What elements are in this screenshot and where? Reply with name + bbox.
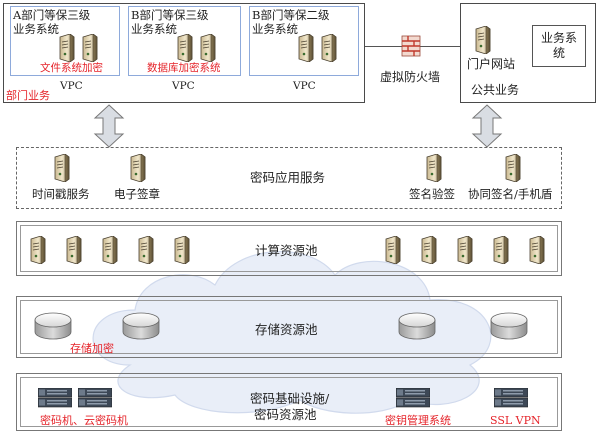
- portal-website-label: 门户网站: [467, 57, 516, 71]
- vpc-b1-box: [128, 6, 241, 76]
- vpc-b1-title-line1: B部门等保三级: [131, 8, 209, 22]
- ssl-vpn-label: SSL VPN: [490, 414, 541, 427]
- database-encryption-label: 数据库加密系统: [147, 62, 221, 74]
- server-icon: [298, 34, 314, 62]
- file-system-encryption-label: 文件系统加密: [40, 62, 103, 74]
- key-management-rack-icon: [396, 388, 430, 408]
- server-icon: [174, 236, 190, 264]
- crypto-machine-rack-icon: [38, 388, 72, 408]
- background-cloud: [92, 251, 492, 414]
- server-icon: [200, 34, 216, 62]
- vpc-b2-title-line2: 业务系统: [252, 22, 298, 36]
- vpc-b1-title-line2: 业务系统: [131, 22, 177, 36]
- vpc-a-title-line1: A部门等保三级: [13, 8, 91, 22]
- firewall-icon: [401, 35, 421, 57]
- storage-encryption-label: 存储加密: [70, 342, 114, 355]
- storage-resource-pool-title: 存储资源池: [255, 322, 318, 337]
- storage-disk-icon: [122, 312, 160, 340]
- public-business-label: 公共业务: [471, 83, 520, 97]
- crypto-infrastructure-title-line2: 密码资源池: [254, 407, 317, 422]
- key-management-system-label: 密钥管理系统: [385, 414, 451, 427]
- server-icon: [138, 236, 154, 264]
- vpc-a-label: VPC: [60, 80, 83, 92]
- server-icon: [426, 154, 442, 182]
- crypto-infrastructure-title-line1: 密码基础设施/: [250, 391, 330, 406]
- business-system-label: 业务系统: [540, 31, 577, 60]
- server-icon: [66, 236, 82, 264]
- server-icon: [59, 34, 75, 62]
- vpc-b1-label: VPC: [172, 80, 195, 92]
- right-double-arrow-icon: [471, 104, 503, 148]
- server-icon: [321, 34, 337, 62]
- server-icon: [177, 34, 193, 62]
- vpc-a-title-line2: 业务系统: [13, 22, 59, 36]
- server-icon: [130, 154, 146, 182]
- signature-verification-label: 签名验签: [409, 187, 455, 201]
- storage-disk-icon: [490, 312, 528, 340]
- crypto-application-services-frame: [16, 147, 562, 209]
- business-system-box: [532, 25, 586, 67]
- crypto-application-services-title: 密码应用服务: [250, 170, 326, 185]
- vpc-b2-box: [249, 6, 359, 76]
- left-double-arrow-icon: [93, 104, 125, 148]
- vpc-a-box: [10, 6, 120, 76]
- storage-disk-icon: [34, 312, 72, 340]
- vpc-b2-label: VPC: [293, 80, 316, 92]
- server-icon: [82, 34, 98, 62]
- server-icon: [529, 236, 545, 264]
- storage-disk-icon: [398, 312, 436, 340]
- timestamp-service-label: 时间戳服务: [32, 187, 90, 201]
- compute-resource-pool-frame: [16, 221, 562, 276]
- server-icon: [102, 236, 118, 264]
- server-icon: [493, 236, 509, 264]
- server-icon: [457, 236, 473, 264]
- server-icon: [421, 236, 437, 264]
- public-business-frame: [460, 3, 596, 103]
- compute-resource-pool-title: 计算资源池: [255, 243, 318, 258]
- department-business-frame: [3, 3, 365, 103]
- virtual-firewall-label: 虚拟防火墙: [380, 70, 441, 84]
- crypto-infrastructure-frame: [16, 373, 562, 431]
- server-icon: [505, 154, 521, 182]
- vpc-b2-title-line1: B部门等保二级: [252, 8, 330, 22]
- server-icon: [30, 236, 46, 264]
- server-icon: [54, 154, 70, 182]
- collaborative-signature-label: 协同签名/手机盾: [468, 187, 553, 201]
- electronic-seal-label: 电子签章: [114, 187, 160, 201]
- server-icon: [475, 26, 491, 54]
- department-business-label: 部门业务: [6, 89, 50, 102]
- crypto-machine-label: 密码机、云密码机: [40, 414, 128, 427]
- ssl-vpn-rack-icon: [494, 388, 528, 408]
- crypto-machine-rack-icon: [78, 388, 112, 408]
- storage-resource-pool-frame: [16, 296, 562, 358]
- server-icon: [385, 236, 401, 264]
